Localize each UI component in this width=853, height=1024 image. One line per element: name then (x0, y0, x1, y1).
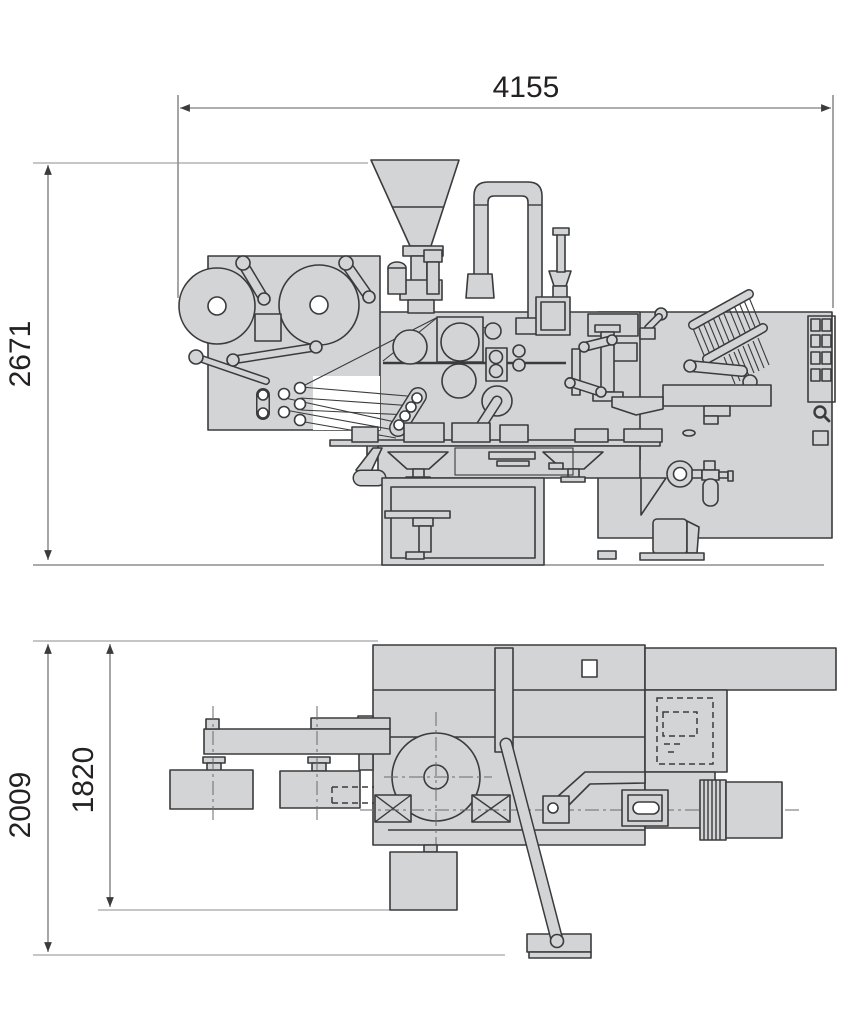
panel-button[interactable] (810, 318, 821, 332)
output-block (725, 781, 783, 839)
tube-left-foot (465, 273, 495, 299)
output-coupling (699, 779, 783, 841)
foot-lever-assembly (494, 647, 592, 959)
panel-button[interactable] (810, 351, 821, 365)
panel-button[interactable] (810, 368, 821, 382)
diagonal-roller-bank (389, 387, 427, 437)
foot-pad (279, 770, 361, 809)
dimension-overall-depth: 2009 (4, 640, 505, 956)
dancer-rollers (256, 381, 307, 427)
product-hopper (370, 159, 460, 314)
magnifier-icon (813, 405, 831, 423)
aux-funnel (548, 270, 572, 300)
forming-drum (392, 329, 428, 365)
panel-button[interactable] (810, 334, 821, 348)
plan-view: 2009 1820 (4, 640, 837, 959)
panel-button[interactable] (821, 368, 832, 382)
film-unwind-section (178, 255, 491, 439)
display-box (535, 296, 571, 336)
dimension-height: 2671 (4, 162, 368, 560)
panel-button[interactable] (821, 318, 832, 332)
dimension-width-label: 4155 (493, 71, 560, 104)
panel-foot (597, 550, 617, 560)
crank-bracket (542, 771, 646, 824)
panel-button[interactable] (821, 334, 832, 348)
outfeed-table (611, 384, 772, 437)
film-reel-right-hub (309, 295, 329, 315)
dimension-machine-depth-label: 1820 (67, 747, 100, 814)
column (494, 647, 514, 753)
bearing-box (471, 794, 511, 823)
dimension-overall-depth-label: 2009 (4, 772, 37, 839)
gusset-bracket (640, 477, 667, 516)
reel-arm-right (338, 255, 376, 304)
sensor-pipe (552, 227, 570, 273)
feeder-motor (387, 267, 407, 295)
support-arm-assembly (169, 706, 391, 824)
panel-button[interactable] (821, 351, 832, 365)
turntable (384, 712, 492, 852)
reel-brake-block (254, 313, 282, 342)
access-hole (581, 659, 598, 678)
film-reel-left-hub (207, 296, 227, 316)
hidden-detail-box (656, 697, 714, 765)
air-filter-regulator (666, 460, 734, 507)
reel-arm-left (235, 255, 271, 306)
base-shelf (384, 510, 451, 519)
bearing-box (374, 794, 412, 823)
drive-motor (639, 518, 705, 561)
dimension-machine-depth: 1820 (67, 644, 390, 911)
control-button-panel (807, 315, 836, 446)
machine-base (381, 477, 617, 566)
sealing-table (329, 439, 661, 447)
guide-linkage (188, 340, 323, 385)
panel-switch[interactable] (812, 430, 829, 446)
bottom-gearbox (389, 844, 458, 911)
sealing-table-section (329, 422, 663, 487)
foot-pad (169, 769, 254, 810)
dimension-height-label: 2671 (4, 321, 37, 388)
outfeed-conveyor (644, 647, 837, 691)
sight-glass-box (621, 789, 669, 827)
side-view: 4155 2671 (4, 71, 836, 566)
dimension-width: 4155 (177, 71, 834, 308)
support-beam (203, 728, 391, 755)
transfer-linkage (564, 307, 668, 402)
